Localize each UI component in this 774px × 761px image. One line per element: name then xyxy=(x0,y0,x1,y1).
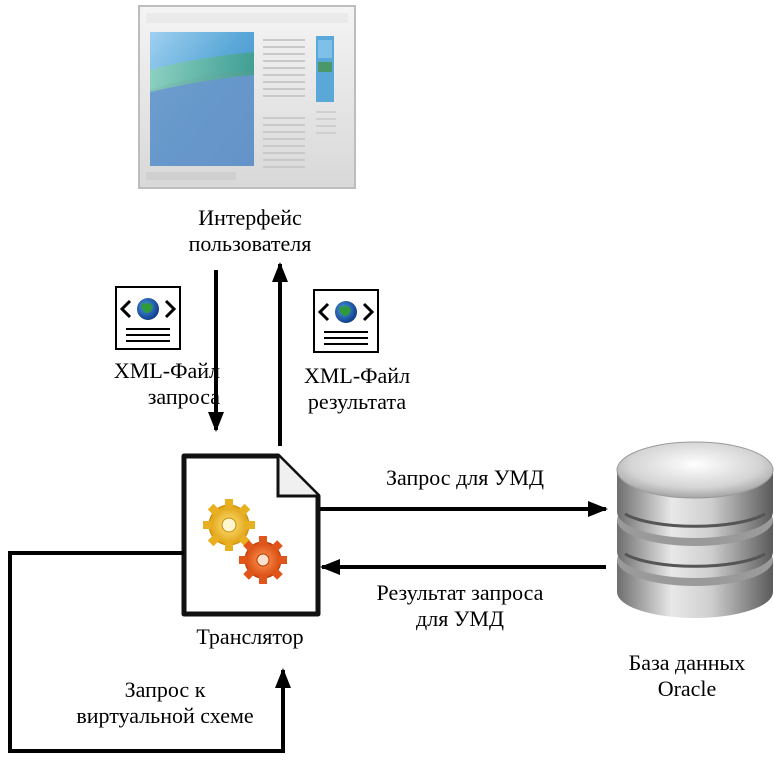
xml-file-icon xyxy=(313,289,379,353)
application-window-icon xyxy=(138,5,356,189)
result-xml-label: XML-Файл результата xyxy=(282,363,432,415)
virtual-schema-line1: Запрос к xyxy=(124,677,206,702)
virtual-schema-arrow xyxy=(8,551,291,753)
request-xml-line1: XML-Файл xyxy=(113,358,220,383)
ui-label-line2: пользователя xyxy=(188,231,312,256)
translator-label: Транслятор xyxy=(160,624,340,650)
database-label-line2: Oracle xyxy=(657,676,717,701)
database-label: База данных Oracle xyxy=(600,650,774,702)
database-label-line1: База данных xyxy=(628,650,746,675)
result-xml-line2: результата xyxy=(307,389,407,414)
request-xml-label: XML-Файл запроса xyxy=(70,358,220,410)
database-cylinder-icon xyxy=(616,441,774,618)
gears-document-icon xyxy=(181,453,321,617)
result-xml-line1: XML-Файл xyxy=(303,363,411,388)
query-to-db-text: Запрос для УМД xyxy=(385,465,545,490)
translator-text: Транслятор xyxy=(196,624,304,649)
xml-file-icon xyxy=(115,286,181,350)
result-from-db-label: Результат запроса для УМД xyxy=(330,580,590,632)
virtual-schema-line2: виртуальной схеме xyxy=(76,703,254,728)
query-to-db-label: Запрос для УМД xyxy=(330,465,600,491)
result-from-db-line1: Результат запроса xyxy=(376,580,544,605)
virtual-schema-label: Запрос к виртуальной схеме xyxy=(55,677,275,729)
ui-label-line1: Интерфейс xyxy=(198,205,302,230)
ui-label: Интерфейс пользователя xyxy=(150,205,350,257)
request-xml-line2: запроса xyxy=(147,384,220,409)
result-from-db-line2: для УМД xyxy=(416,606,504,631)
